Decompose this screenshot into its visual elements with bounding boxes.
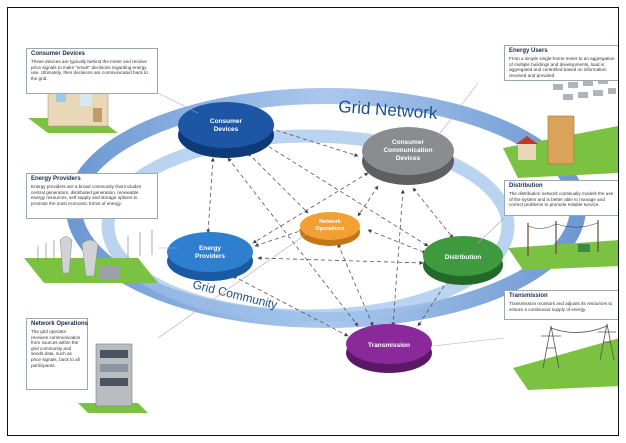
node-consumer-communication: Consumer Communication Devices xyxy=(362,127,454,185)
consumer-devices-label-1: Consumer xyxy=(210,118,243,125)
arrow-consumer-to-netops xyxy=(247,152,309,214)
connections xyxy=(206,125,454,337)
panel-consumer-devices: Consumer Devices These devices are typic… xyxy=(26,48,158,94)
network-ops-building-illustration xyxy=(78,343,148,413)
panel-text-energy-providers: Energy providers are a broad community t… xyxy=(31,184,142,206)
panel-text-distribution: The distribution network continually mod… xyxy=(509,191,614,208)
energy-users-illustration xyxy=(503,78,618,178)
arrow-providers-to-transmission xyxy=(232,275,349,337)
consumer-comm-label-2: Communication xyxy=(383,147,432,154)
panel-distribution: Distribution The distribution network co… xyxy=(504,180,618,216)
panel-title-energy-users: Energy Users xyxy=(509,48,548,54)
arrow-consumer-to-providers xyxy=(206,157,215,234)
arrow-netops-to-transmission xyxy=(337,243,374,327)
panel-transmission: Transmission Transmission monitors and a… xyxy=(504,290,618,320)
arrow-comm-to-netops xyxy=(357,185,379,217)
consumer-comm-label-1: Consumer xyxy=(392,139,425,146)
energy-providers-label-2: Providers xyxy=(195,253,225,260)
node-network-operations: Network Operations xyxy=(300,212,360,246)
distribution-label: Distribution xyxy=(445,254,481,261)
node-consumer-devices: Consumer Devices xyxy=(178,102,274,158)
panel-text-network-operations: The grid operator receives communication… xyxy=(31,329,81,368)
panel-title-consumer-devices: Consumer Devices xyxy=(31,51,86,57)
arrow-netops-to-distribution xyxy=(367,229,427,254)
transmission-illustration xyxy=(513,323,618,390)
arrow-providers-to-netops xyxy=(254,229,304,247)
power-plant-illustration xyxy=(24,230,158,283)
network-ops-label-2: Operations xyxy=(315,226,344,232)
panel-text-transmission: Transmission monitors and adjusts its re… xyxy=(509,301,613,312)
grid-network-diagram: Grid Network Grid Community Consumer Dev… xyxy=(24,60,618,413)
panel-title-distribution: Distribution xyxy=(509,183,543,189)
transmission-label: Transmission xyxy=(368,342,410,349)
panel-title-energy-providers: Energy Providers xyxy=(31,176,81,182)
panel-network-operations: Network Operations The grid operator rec… xyxy=(26,318,88,390)
panel-energy-users: Energy Users From a simple single-home m… xyxy=(504,45,618,81)
consumer-devices-label-2: Devices xyxy=(214,126,239,133)
node-transmission: Transmission xyxy=(346,324,432,373)
energy-providers-label-1: Energy xyxy=(199,245,221,252)
figure-frame: Grid Network Grid Community Consumer Dev… xyxy=(7,7,619,436)
arrow-consumer-to-comm xyxy=(262,125,359,157)
distribution-illustration xyxy=(508,220,618,270)
arrow-comm-to-distribution xyxy=(412,187,454,239)
node-distribution: Distribution xyxy=(423,236,503,285)
node-energy-providers: Energy Providers xyxy=(167,232,253,281)
panel-text-energy-users: From a simple single-home meter to an ag… xyxy=(509,56,615,78)
panel-title-network-operations: Network Operations xyxy=(31,321,89,327)
arrow-comm-to-transmission xyxy=(391,189,405,327)
panel-title-transmission: Transmission xyxy=(509,293,548,299)
callout-lines xyxy=(157,82,505,347)
arrow-distribution-to-transmission xyxy=(417,279,449,327)
network-ops-label-1: Network xyxy=(319,219,342,225)
consumer-comm-label-3: Devices xyxy=(396,155,421,162)
panel-energy-providers: Energy Providers Energy providers are a … xyxy=(26,173,158,219)
panel-text-consumer-devices: These devices are typically behind the m… xyxy=(31,59,148,81)
arrow-providers-to-distribution xyxy=(257,256,424,265)
